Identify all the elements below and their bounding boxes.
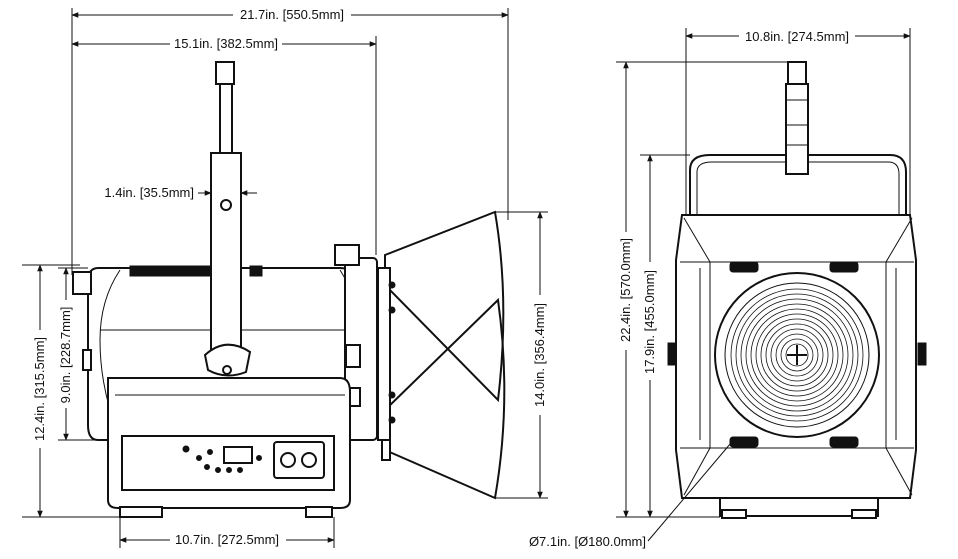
barndoor-top-leaf	[384, 210, 505, 403]
display	[223, 446, 253, 464]
fresnel-ring	[755, 313, 839, 397]
vent-grille	[129, 265, 213, 277]
fresnel-ring	[730, 288, 864, 422]
fresnel-ring	[765, 323, 829, 387]
front-knob-right	[917, 342, 927, 366]
front-base	[719, 497, 879, 517]
dim-width-to-barndoor: 15.1in. [382.5mm]	[174, 36, 278, 51]
side-view: 21.7in. [550.5mm] 15.1in. [382.5mm] 1.4i…	[22, 5, 548, 549]
foot-left	[119, 506, 163, 518]
dim-total-height-front: 22.4in. [570.0mm]	[618, 238, 633, 342]
yoke-arm	[210, 152, 242, 364]
fresnel-ring	[740, 298, 854, 412]
front-spigot-top	[787, 61, 807, 85]
foot-right	[305, 506, 333, 518]
dim-overall-height-side: 12.4in. [315.5mm]	[32, 337, 47, 441]
spigot-top	[215, 61, 235, 85]
fresnel-ring	[775, 333, 819, 377]
dim-barndoor-height: 14.0in. [356.4mm]	[532, 303, 547, 407]
fresnel-ring	[745, 303, 849, 407]
power-connector	[273, 441, 325, 479]
rear-cap	[72, 271, 92, 295]
dim-yoke-offset: 1.4in. [35.5mm]	[104, 185, 194, 200]
front-view: 10.8in. [274.5mm] 22.4in. [570.0mm] 17.9…	[529, 27, 927, 549]
yoke-knob	[203, 343, 252, 377]
barndoor-frame	[377, 267, 391, 441]
fresnel-ring	[780, 338, 814, 372]
dim-front-width: 10.8in. [274.5mm]	[745, 29, 849, 44]
dim-lens-diameter: Ø7.1in. [Ø180.0mm]	[529, 534, 646, 549]
barndoor-bottom-leaf	[384, 297, 506, 500]
front-spigot	[785, 83, 809, 175]
dim-overall-width: 21.7in. [550.5mm]	[240, 7, 344, 22]
fresnel-ring	[770, 328, 824, 382]
dim-base-width: 10.7in. [272.5mm]	[175, 532, 279, 547]
fresnel-ring	[735, 293, 859, 417]
fresnel-ring	[760, 318, 834, 392]
fresnel-lens-rings	[730, 288, 864, 422]
front-knob-left	[667, 342, 677, 366]
dim-front-body-height: 17.9in. [455.0mm]	[642, 270, 657, 374]
fresnel-ring	[785, 343, 809, 367]
fresnel-ring	[750, 308, 844, 402]
spigot	[219, 83, 233, 155]
dim-body-height: 9.0in. [228.7mm]	[58, 307, 73, 404]
vent-grille-right	[249, 265, 263, 277]
